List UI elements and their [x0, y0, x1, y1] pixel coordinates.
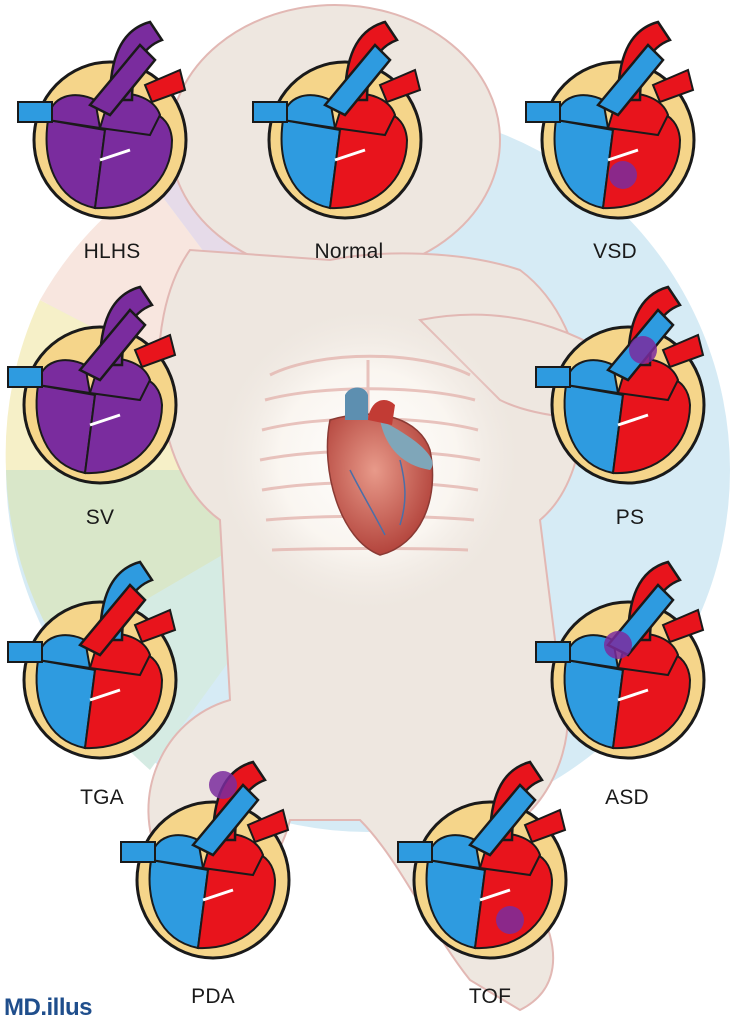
pulmonary-artery — [468, 783, 537, 857]
pulmonary-vein — [523, 808, 567, 844]
heart-panel-pda — [120, 760, 291, 960]
pulmonary-artery — [323, 43, 392, 117]
vena-cava — [7, 366, 43, 388]
defect-mixing-area — [209, 771, 237, 799]
vena-cava — [7, 641, 43, 663]
defect-mixing-area — [609, 161, 637, 189]
heart-panel-vsd — [525, 20, 696, 220]
heart-panel-hlhs — [17, 20, 188, 220]
label-pda: PDA — [191, 985, 235, 1008]
pulmonary-artery — [191, 783, 260, 857]
flow-arrow — [334, 148, 366, 162]
label-vsd: VSD — [593, 240, 637, 263]
pulmonary-vein — [246, 808, 290, 844]
vena-cava — [120, 841, 156, 863]
flow-arrow — [479, 888, 511, 902]
label-tof: TOF — [468, 985, 512, 1008]
defect-mixing-area — [629, 336, 657, 364]
label-sv: SV — [85, 506, 115, 529]
pulmonary-vein — [133, 608, 177, 644]
heart-panel-sv — [7, 285, 178, 485]
heart-panels — [7, 20, 706, 960]
pulmonary-artery — [78, 583, 147, 657]
pulmonary-vein — [378, 68, 422, 104]
label-tga: TGA — [80, 786, 124, 809]
heart-panel-tof — [397, 760, 568, 960]
pulmonary-vein — [661, 333, 705, 369]
vena-cava — [535, 641, 571, 663]
vena-cava — [252, 101, 288, 123]
pulmonary-artery — [596, 43, 665, 117]
vena-cava — [525, 101, 561, 123]
heart-panel-tga — [7, 560, 178, 760]
pulmonary-artery — [88, 43, 157, 117]
pulmonary-vein — [651, 68, 695, 104]
defect-mixing-area — [496, 906, 524, 934]
flow-arrow — [617, 413, 649, 427]
flow-arrow — [617, 688, 649, 702]
vena-cava — [535, 366, 571, 388]
flow-arrow — [89, 413, 121, 427]
pulmonary-vein — [143, 68, 187, 104]
label-ps: PS — [615, 506, 645, 529]
heart-panel-ps — [535, 285, 706, 485]
flow-arrow — [607, 148, 639, 162]
flow-arrow — [89, 688, 121, 702]
vena-cava — [17, 101, 53, 123]
heart-panel-asd — [535, 560, 706, 760]
md-illus-logo: MD.illus — [4, 994, 93, 1021]
defect-mixing-area — [604, 631, 632, 659]
label-asd: ASD — [605, 786, 649, 809]
label-normal: Normal — [314, 240, 384, 263]
pulmonary-artery — [78, 308, 147, 382]
flow-arrow — [202, 888, 234, 902]
central-heart — [326, 387, 434, 556]
heart-panel-normal — [252, 20, 423, 220]
label-hlhs: HLHS — [83, 240, 141, 263]
vena-cava — [397, 841, 433, 863]
pulmonary-vein — [661, 608, 705, 644]
flow-arrow — [99, 148, 131, 162]
pulmonary-vein — [133, 333, 177, 369]
